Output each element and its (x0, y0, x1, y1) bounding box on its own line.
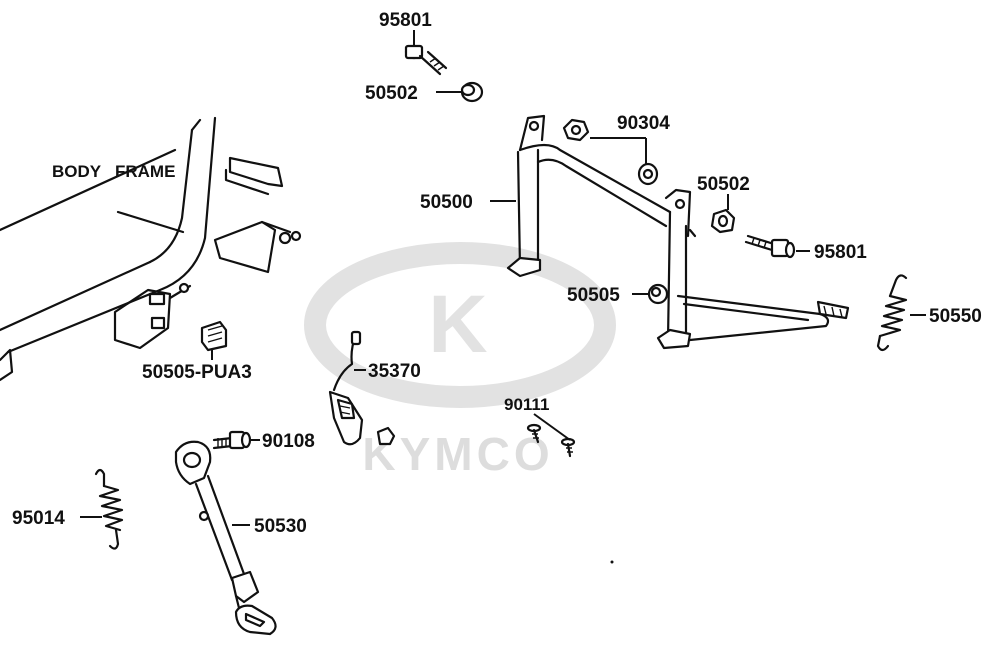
callout-label: 50530 (254, 516, 307, 537)
watermark-emblem-letter: K (428, 279, 491, 370)
watermark-emblem-ring (304, 242, 616, 408)
part-35370-drawing (328, 330, 396, 446)
watermark: K KYMCO (304, 242, 616, 480)
callout-50530: 50530 (232, 516, 307, 537)
callout-label: 50550 (929, 306, 982, 327)
body-frame-label: BODY FRAME (52, 162, 175, 181)
callout-label: 50500 (420, 192, 473, 213)
callout-35370: 35370 (354, 361, 421, 382)
callout-label: 50502 (697, 174, 750, 195)
callout-label: 50502 (365, 83, 418, 104)
part-50505-pua3-drawing (200, 320, 228, 352)
callout-90108: 90108 (250, 431, 315, 452)
part-95014-spring-drawing (94, 468, 124, 550)
part-50500-main-stand-drawing (506, 114, 850, 350)
callout-50550: 50550 (910, 306, 982, 327)
callout-label: 90111 (504, 395, 549, 414)
callout-50505-pua3: 50505-PUA3 (142, 350, 252, 383)
callout-50502-top: 50502 (365, 83, 462, 104)
callout-label: 90304 (617, 113, 670, 134)
part-50550-spring-drawing (876, 274, 908, 352)
part-50502-right-collar-drawing (710, 208, 736, 234)
callout-label: 90108 (262, 431, 315, 452)
callout-95801-top: 95801 (379, 10, 432, 46)
part-90108-drawing (212, 430, 252, 450)
part-90111-drawing (526, 423, 576, 458)
part-50505-collar-drawing (647, 283, 669, 305)
part-95801-top-bolt-drawing (404, 44, 448, 76)
part-90304-drawing (562, 118, 659, 186)
callout-90111: 90111 (504, 395, 571, 441)
callout-90304: 90304 (590, 113, 670, 164)
callout-50500: 50500 (420, 192, 516, 213)
callout-95801-right: 95801 (796, 242, 867, 263)
callout-label: 95801 (379, 10, 432, 31)
part-95801-right-bolt-drawing (744, 234, 796, 259)
part-50530-side-stand-drawing (174, 440, 277, 636)
part-50502-top-collar-drawing (460, 81, 484, 103)
callout-label: 35370 (368, 361, 421, 382)
callout-label: 95801 (814, 242, 867, 263)
body-frame-drawing: BODY FRAME (0, 116, 302, 382)
callout-95014: 95014 (12, 508, 102, 529)
callout-label: 50505 (567, 285, 620, 306)
callout-label: 95014 (12, 508, 65, 529)
callout-50505: 50505 (567, 285, 648, 306)
callout-label: 50505-PUA3 (142, 362, 252, 383)
stray-dot (610, 560, 614, 564)
callout-50502-right: 50502 (697, 174, 750, 210)
